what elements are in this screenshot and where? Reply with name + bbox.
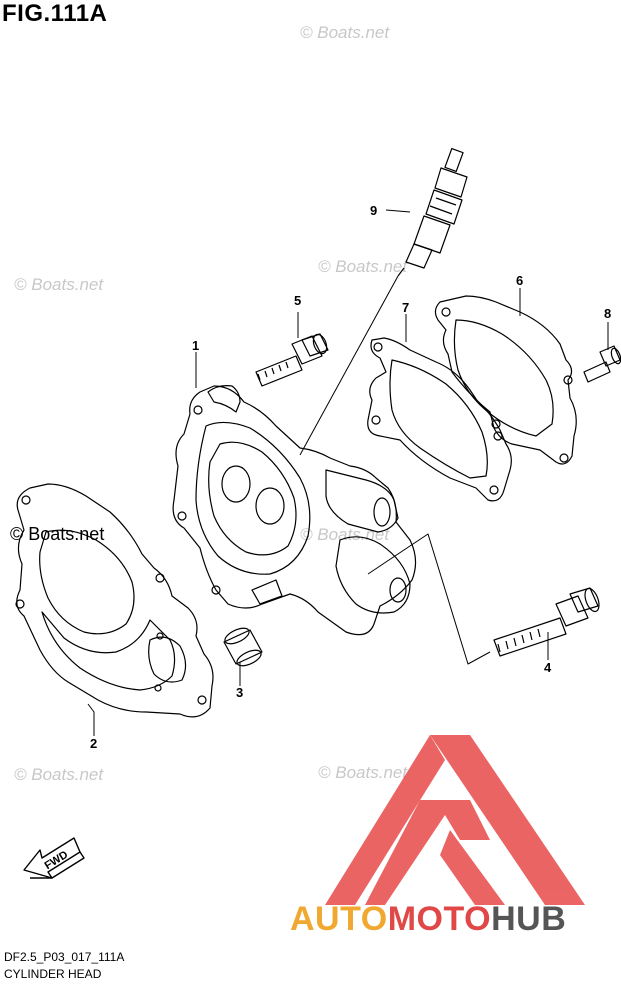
logo-triangle-icon	[325, 735, 585, 905]
figure-title: FIG.111A	[2, 0, 108, 27]
head-gasket-part	[15, 483, 214, 718]
small-bolt-part	[583, 345, 621, 383]
watermark-text: © Boats.net	[10, 524, 104, 544]
long-bolt-part	[493, 587, 600, 657]
spark-plug-part	[397, 147, 468, 277]
watermark-text: © Boats.net	[300, 23, 390, 42]
watermark-text: © Boats.net	[318, 257, 408, 276]
callout-8: 8	[604, 306, 611, 321]
callout-4: 4	[544, 660, 552, 675]
callout-5: 5	[294, 293, 301, 308]
callout-1: 1	[192, 338, 199, 353]
footer-code: DF2.5_P03_017_111A	[4, 950, 125, 964]
cover-part	[434, 295, 577, 465]
footer-caption: CYLINDER HEAD	[4, 967, 102, 981]
dowel-pin-part	[223, 627, 263, 667]
callout-numbers: 9 5 1 6 7 8 4 3 2	[90, 203, 611, 751]
callout-9: 9	[370, 203, 377, 218]
callout-2: 2	[90, 736, 97, 751]
watermark-text: © Boats.net	[318, 763, 408, 782]
watermarks: © Boats.net © Boats.net © Boats.net © Bo…	[10, 23, 408, 784]
callout-7: 7	[402, 300, 409, 315]
brand-part-3: HUB	[491, 900, 567, 938]
brand-part-1: AUTO	[290, 900, 388, 938]
fwd-arrow-icon	[23, 837, 85, 879]
cylinder-head-part	[172, 385, 417, 636]
callout-3: 3	[236, 685, 243, 700]
cover-gasket-part	[367, 337, 512, 502]
watermark-text: © Boats.net	[14, 765, 104, 784]
brand-part-2: MOTO	[387, 900, 492, 938]
callout-6: 6	[516, 273, 523, 288]
callout-leaders	[87, 209, 609, 736]
watermark-text: © Boats.net	[300, 525, 390, 544]
bolt-part	[255, 333, 329, 387]
brand-logo: AUTOMOTOHUB	[290, 900, 566, 939]
watermark-text: © Boats.net	[14, 275, 104, 294]
